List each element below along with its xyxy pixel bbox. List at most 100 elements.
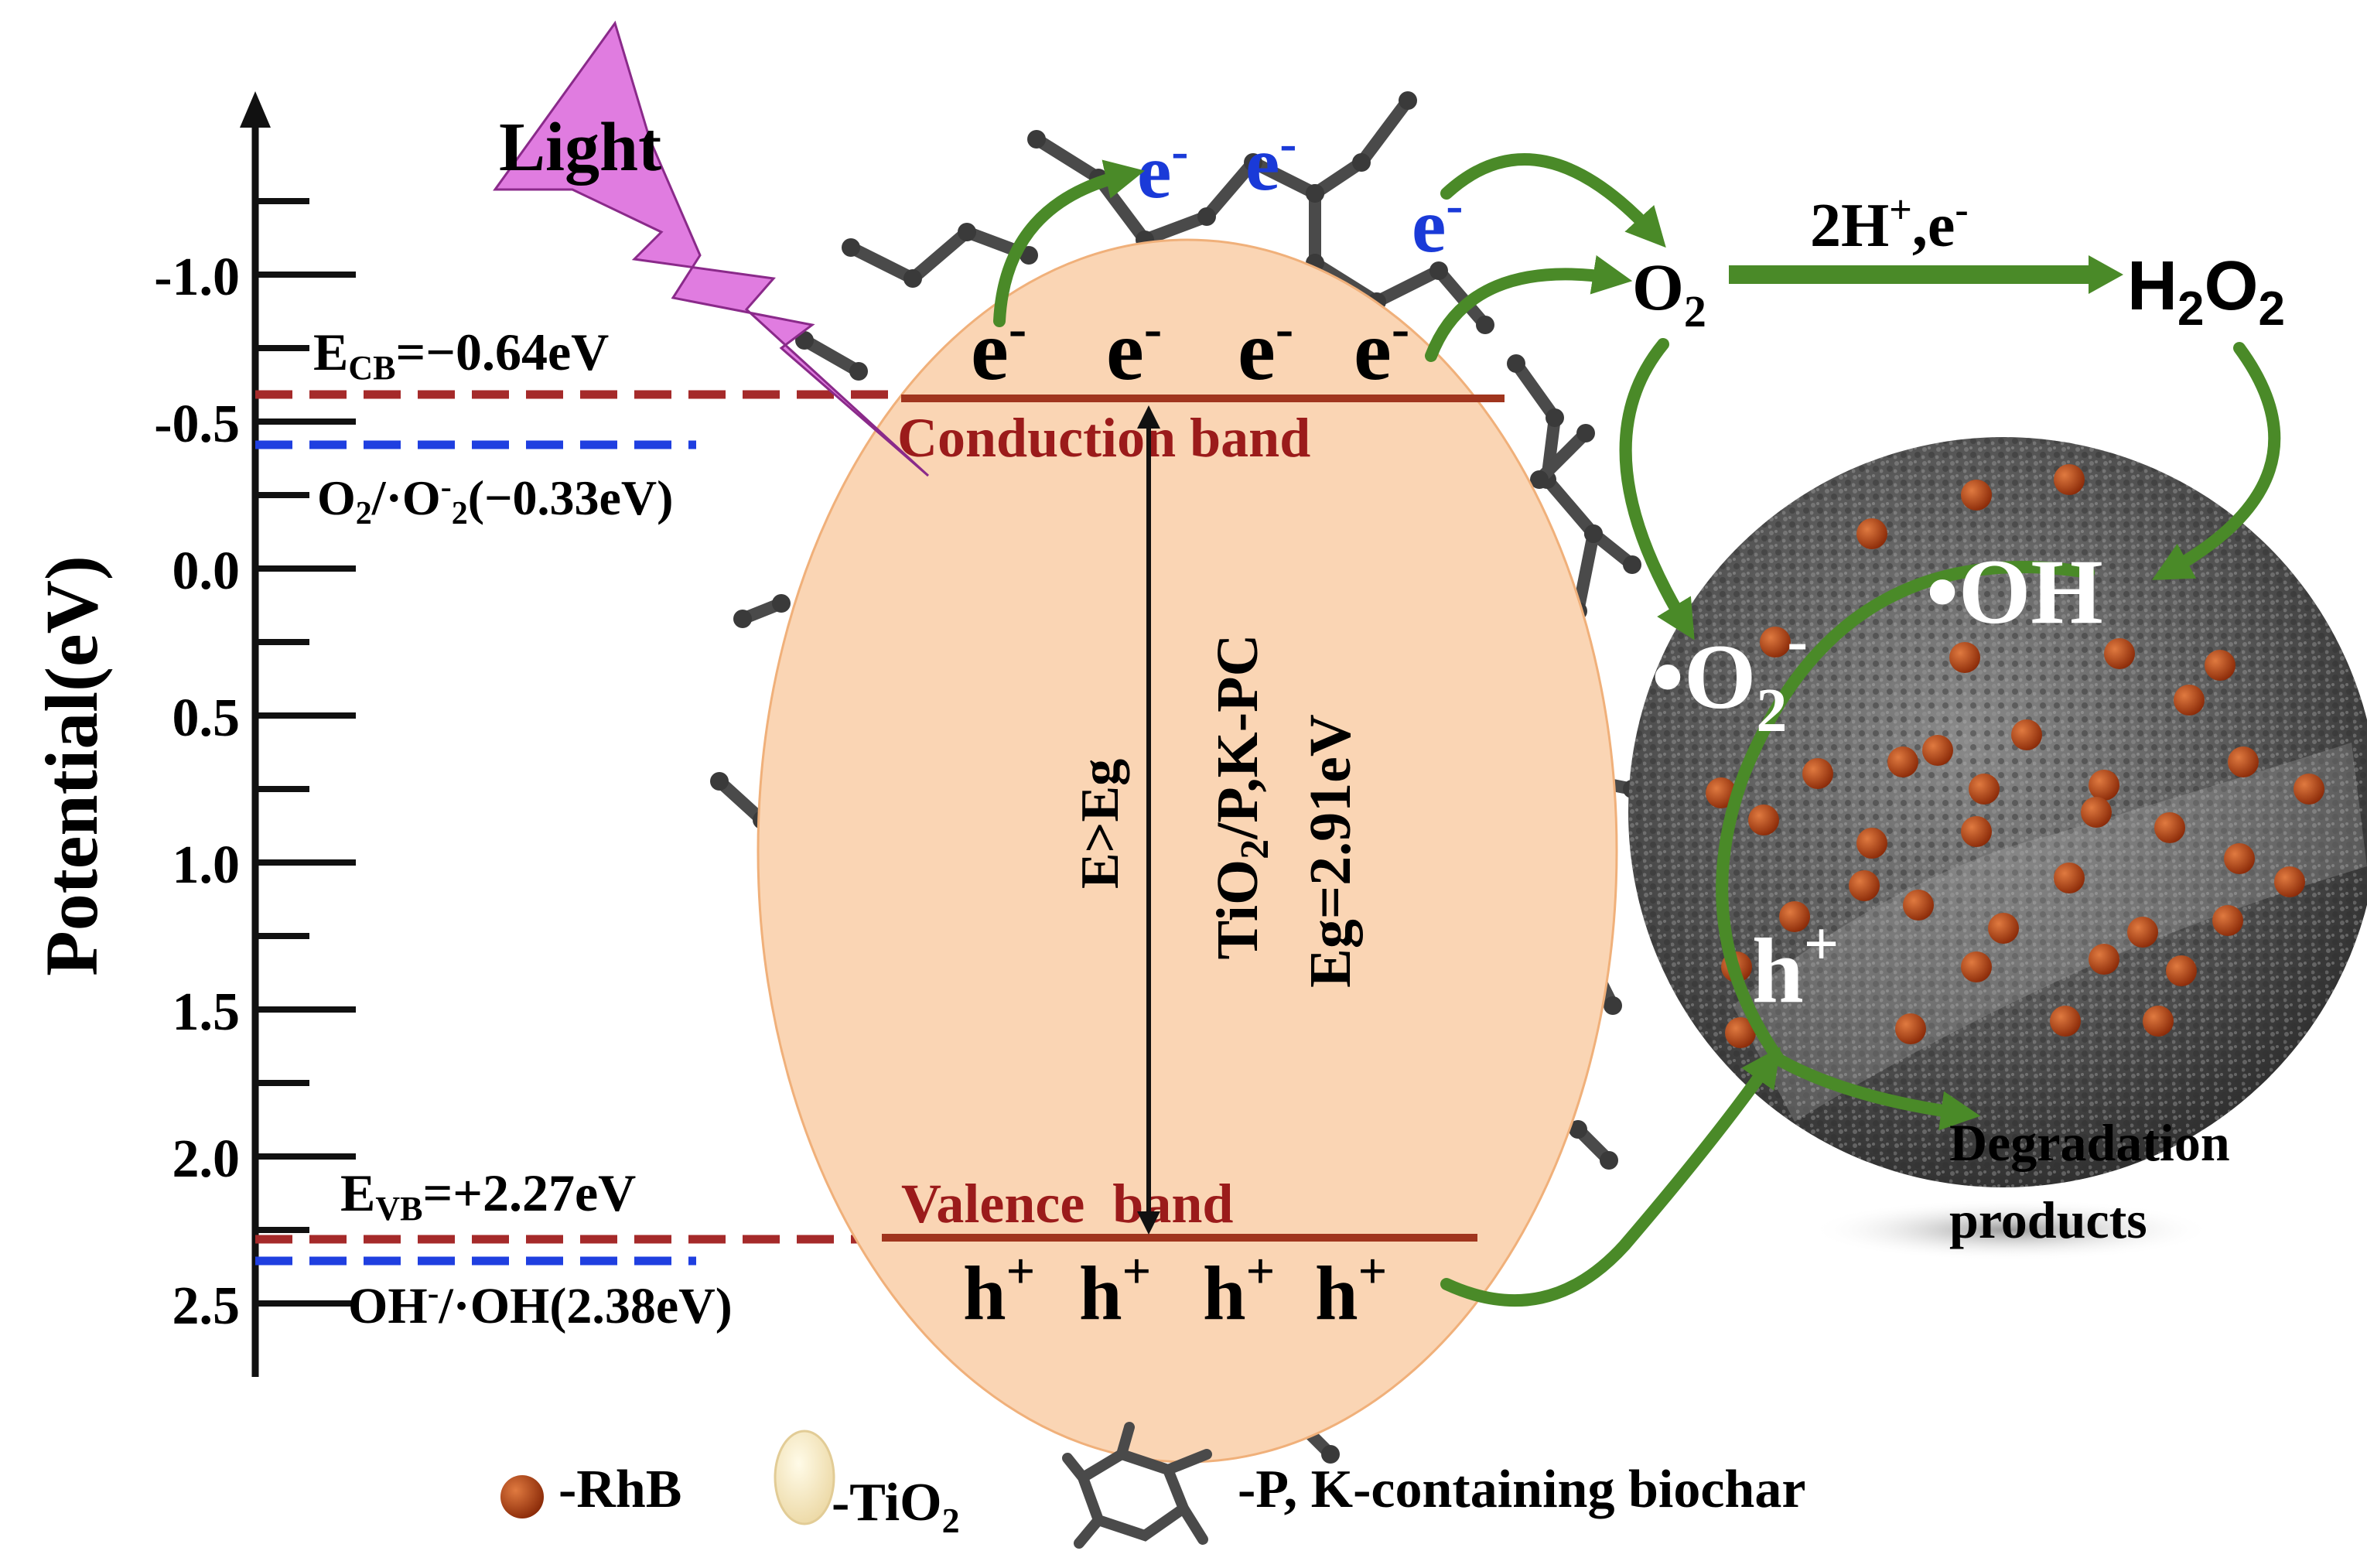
arrow-excitation: [993, 159, 1146, 327]
rhb-dot: [1969, 774, 2000, 804]
tick-label: -0.5: [154, 395, 240, 454]
biochar-bond: [713, 775, 768, 826]
rhb-dot: [1887, 746, 1918, 777]
rhb-dot: [1988, 913, 2019, 944]
light-bolt: [493, 20, 930, 477]
tick-label: 2.0: [172, 1129, 241, 1189]
arrow-electron-to-o2-top: [1440, 153, 1666, 248]
rhb-dot: [2054, 464, 2085, 495]
rhb-dot: [2050, 1006, 2081, 1037]
superoxide-label: •O2-: [1651, 607, 1808, 745]
oh-redox-label: OH-/·OH(2.38eV): [348, 1274, 733, 1334]
arrow-holes: [1440, 1047, 1781, 1307]
rhb-dot: [1856, 828, 1887, 859]
tick-label: 1.5: [172, 982, 241, 1042]
evb-label: EVB=+2.27eV: [340, 1163, 636, 1228]
biochar-network: [710, 91, 1641, 1464]
biochar-node: [1476, 316, 1494, 334]
biochar-node: [1027, 130, 1046, 149]
biochar-node: [1623, 555, 1641, 574]
y-axis-arrowhead: [240, 91, 271, 128]
electron: e-: [1106, 299, 1162, 398]
biochar-node: [1507, 354, 1525, 373]
biochar-node: [1306, 184, 1324, 203]
valence-band-label: Valence band: [901, 1173, 1233, 1235]
escaped-electron: e-: [1137, 123, 1188, 214]
rhb-dot: [2174, 685, 2205, 716]
legend: -RhB -TiO2 -P, K-containing biochar: [500, 1422, 1805, 1549]
tick-label: 0.5: [172, 688, 241, 748]
sem-shadow: [1810, 1199, 2212, 1261]
rhb-dot: [2274, 866, 2305, 897]
legend-tio2: -TiO2: [832, 1473, 960, 1540]
biochar-node: [958, 223, 976, 241]
hole: h+: [963, 1243, 1035, 1336]
hole: h+: [1315, 1243, 1387, 1336]
sem-image: [1628, 437, 2367, 1187]
tick-label: 0.0: [172, 541, 241, 601]
arrow-electron-to-o2: [1425, 255, 1633, 362]
rhb-dot: [1849, 870, 1880, 901]
vb-holes: h+h+h+h+: [963, 1243, 1387, 1336]
biochar-bond: [1533, 427, 1592, 486]
rhb-dot: [2294, 774, 2324, 804]
biochar-node: [842, 238, 860, 257]
biochar-node: [1321, 1445, 1340, 1464]
rhb-dot: [2224, 843, 2255, 874]
light-label: Light: [499, 109, 661, 186]
rhb-dot: [1856, 518, 1887, 549]
rhb-dot: [1961, 816, 1992, 847]
rhb-dot: [2054, 863, 2085, 893]
biochar-bond: [798, 334, 865, 377]
degradation-label-line2: products: [1949, 1191, 2147, 1249]
biochar-node: [1399, 91, 1417, 110]
biochar-node: [1197, 207, 1216, 226]
rhb-dot: [1748, 804, 1779, 835]
rhb-dot: [2143, 1006, 2174, 1037]
tick-label: -1.0: [154, 248, 240, 307]
tick-label: 1.0: [172, 835, 241, 895]
degradation-label-line1: Degradation: [1949, 1113, 2230, 1172]
y-axis-title: Potential(eV): [30, 555, 113, 976]
rhb-dot: [1903, 890, 1934, 921]
biochar-node: [1600, 1151, 1618, 1170]
rhb-dot: [2228, 746, 2259, 777]
rhb-dot: [1961, 480, 1992, 511]
biochar-node: [1604, 996, 1622, 1015]
biochar-electrons: e-e-e-: [1137, 115, 1463, 268]
bandgap-label: Eg=2.91eV: [1298, 714, 1363, 988]
rhb-dot: [2212, 905, 2243, 936]
rhb-molecules: [1706, 464, 2324, 1048]
rhb-dot: [1760, 627, 1791, 658]
biochar-node: [795, 331, 814, 350]
h2o2-label: H2O2: [2127, 248, 2285, 336]
biochar-node: [903, 269, 922, 288]
tio2-legend-icon: [774, 1430, 835, 1525]
ecb-label: ECB=−0.64eV: [313, 323, 609, 387]
rhb-dot: [1922, 735, 1953, 766]
biochar-node: [772, 594, 791, 613]
o2-redox-label: O2/·O-2(−0.33eV): [317, 470, 673, 531]
biochar-node: [1352, 153, 1371, 172]
rhb-dot: [2081, 797, 2112, 828]
rhb-dot: [2104, 638, 2135, 669]
arrow-o2-to-superoxide: [1619, 338, 1695, 641]
biochar-node: [1429, 261, 1448, 280]
rhb-dot: [1779, 901, 1810, 932]
biochar-node: [1584, 524, 1603, 543]
rhb-dot: [1961, 951, 1992, 982]
hydroxyl-label: •OH: [1926, 540, 2103, 643]
legend-biochar: -P, K-containing biochar: [1238, 1460, 1805, 1519]
green-arrows: [993, 153, 2281, 1307]
hole-label: h+: [1752, 910, 1839, 1022]
excitation-label: E>Eg: [1071, 759, 1130, 889]
electron: e-: [1238, 299, 1293, 398]
tick-label: 2.5: [172, 1276, 241, 1336]
y-axis-ticks: -1.0 -0.5 0.0 0.5 1.0 1.5 2.0 2.5: [154, 198, 356, 1336]
conduction-band-label: Conduction band: [897, 407, 1310, 469]
rhb-legend-icon: [500, 1475, 544, 1518]
legend-rhb: -RhB: [558, 1460, 681, 1519]
escaped-electron: e-: [1245, 115, 1296, 207]
electron: e-: [971, 299, 1026, 398]
